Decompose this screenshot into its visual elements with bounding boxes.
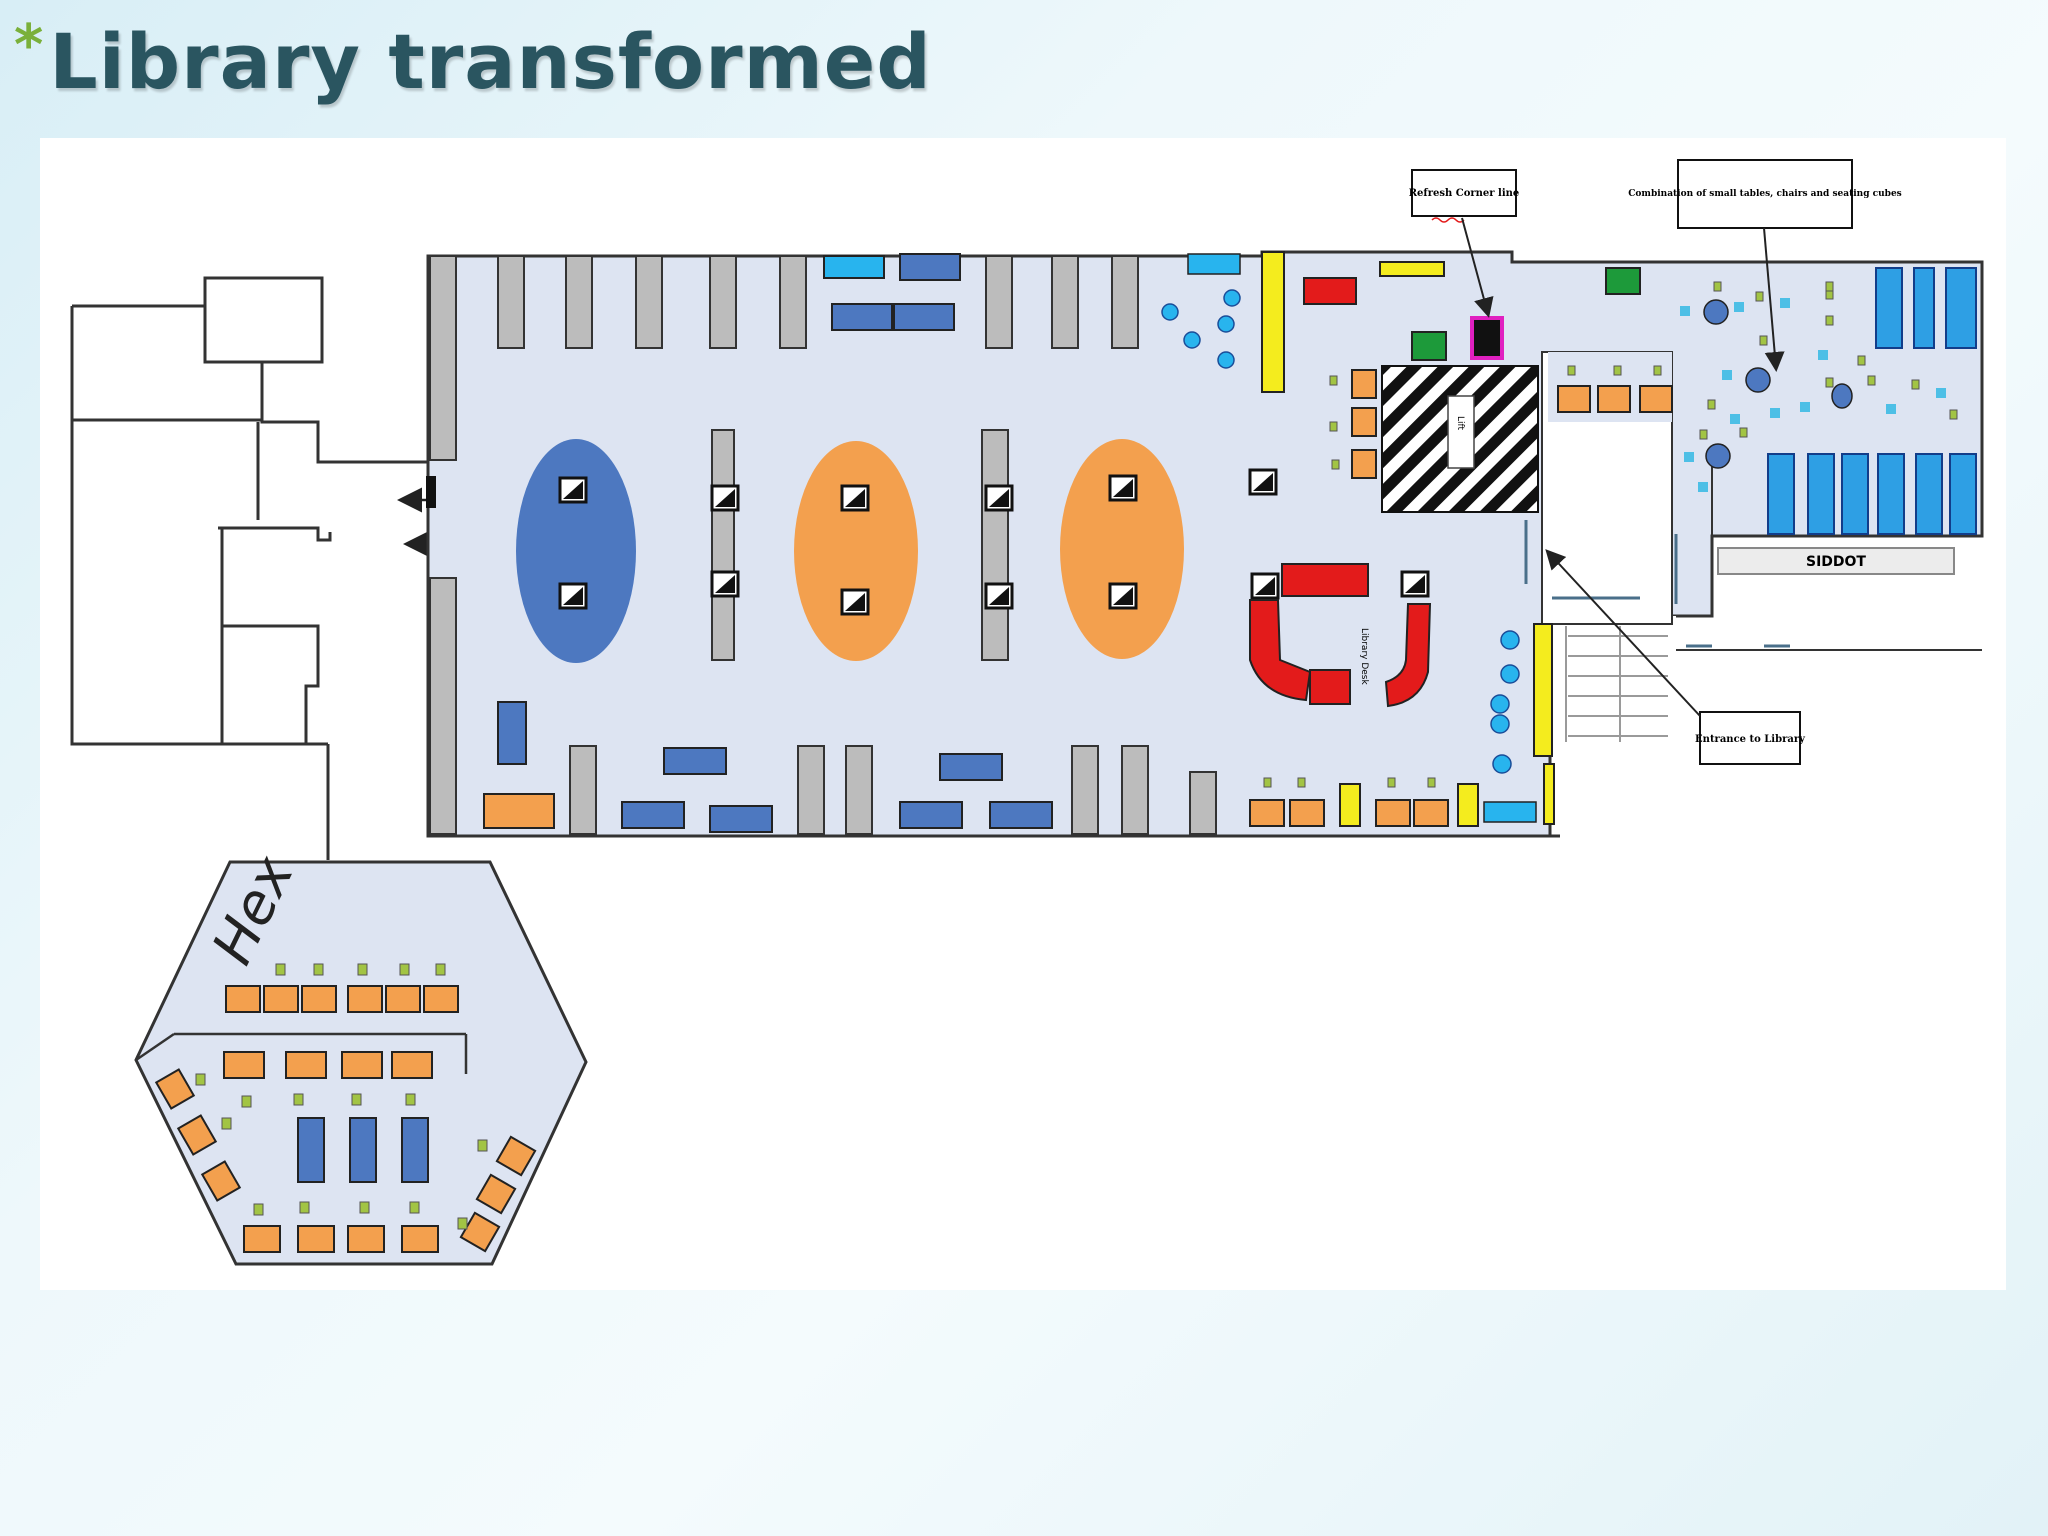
callout-combination-text: Combination of small tables, chairs and …	[1628, 189, 1902, 199]
green-unit-1	[1411, 331, 1447, 361]
cafe-stools	[1699, 281, 1958, 440]
lift-label: Lift	[1455, 416, 1465, 431]
hex-tables	[154, 985, 537, 1253]
shelving-bottom	[569, 745, 1217, 835]
orange-zone-1	[794, 441, 918, 661]
callout-refresh-text: Refresh Corner line	[1409, 188, 1520, 199]
callout-entrance-text: Entrance to Library	[1695, 734, 1806, 745]
floor-plan-panel: Library Desk Lift	[40, 138, 2006, 1290]
callout-combination: Combination of small tables, chairs and …	[1628, 159, 1902, 372]
blue-tables	[497, 253, 1053, 833]
cafe-tables	[1703, 299, 1853, 469]
cafe-shelving	[1767, 267, 1977, 535]
callout-entrance: Entrance to Library	[1545, 549, 1806, 765]
door-marks	[1524, 520, 1790, 648]
library-desk	[1249, 563, 1432, 708]
cafe-cubes	[1680, 298, 1946, 492]
red-unit	[1303, 277, 1357, 305]
orange-table	[483, 793, 555, 829]
green-unit-2	[1605, 267, 1641, 295]
callout-refresh: Refresh Corner line	[1409, 169, 1520, 318]
soft-seats	[1161, 289, 1520, 774]
sign-board	[1717, 547, 1955, 575]
blue-zone	[516, 439, 636, 663]
orange-chairs-main	[1249, 369, 1673, 827]
adjacent-building-outline	[70, 276, 428, 860]
computer-pods	[558, 468, 1430, 616]
title-text: Library transformed	[49, 17, 932, 106]
hex-blue-tables	[297, 1117, 429, 1183]
refresh-unit	[1470, 316, 1504, 360]
hex-stools	[195, 963, 488, 1230]
title-bullet: *	[14, 13, 44, 78]
cyan-tags	[1187, 253, 1537, 823]
sign-label: SIDDOT	[1806, 554, 1866, 570]
floor-plan: Library Desk Lift	[70, 159, 1984, 1266]
desk-label: Library Desk	[1359, 628, 1369, 685]
orange-zone-2	[1060, 439, 1184, 659]
shelving-top	[497, 255, 1139, 349]
slide-title: * Library transformed	[14, 14, 932, 110]
yellow-units	[1261, 251, 1555, 827]
stool-markers-main	[1263, 365, 1662, 788]
